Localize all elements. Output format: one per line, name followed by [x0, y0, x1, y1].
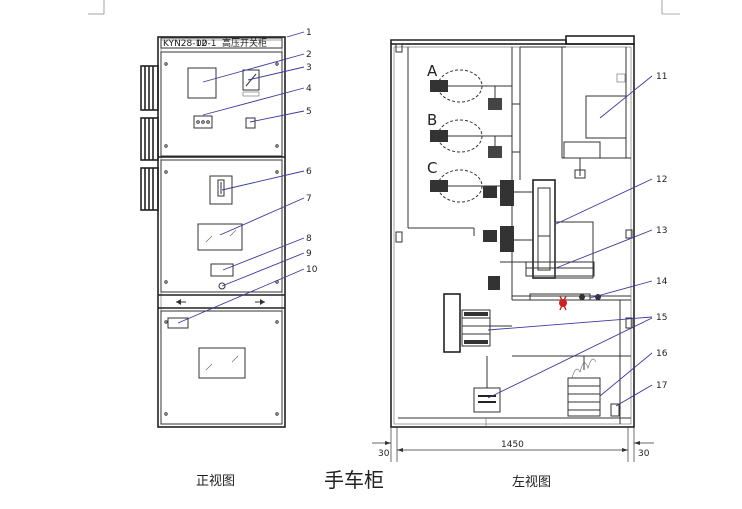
front-upper-door	[160, 51, 283, 157]
front-keyhole	[218, 282, 226, 290]
callout-17: 17	[656, 381, 667, 391]
callout-12: 12	[656, 175, 667, 185]
dimension-width: 1450	[501, 440, 524, 450]
cable-terminal-box	[473, 387, 501, 413]
callout-14: 14	[656, 277, 668, 287]
front-view: KYN28-12 00-1 高压开关柜	[140, 28, 318, 489]
front-view-caption: 正视图	[196, 474, 235, 489]
front-switch	[245, 117, 256, 129]
front-lower-window	[198, 347, 246, 379]
current-transformer	[443, 293, 512, 353]
front-nameplate: KYN28-12 00-1 高压开关柜	[160, 37, 283, 49]
front-mechanism-slot	[210, 263, 234, 277]
phase-b-label: B	[427, 111, 437, 129]
front-lower-door	[160, 310, 283, 425]
dimension-left: 30	[378, 449, 390, 459]
callout-11: 11	[656, 72, 667, 82]
front-meter	[242, 69, 260, 91]
callout-7: 7	[306, 194, 312, 204]
callout-4: 4	[306, 84, 312, 94]
callout-16: 16	[656, 349, 668, 359]
breaker-mechanism	[554, 221, 594, 279]
front-label-plate	[167, 317, 189, 329]
width-dimension: 30 1450 30	[372, 427, 654, 462]
front-side-bushings	[140, 65, 159, 211]
callout-15: 15	[656, 313, 667, 323]
front-callout-leaders	[177, 31, 305, 324]
surge-arrester	[567, 356, 601, 417]
front-inspection-window	[187, 67, 217, 99]
front-indicator-panel	[193, 115, 213, 129]
circuit-breaker-truck	[483, 179, 601, 311]
side-view: A B C	[372, 35, 668, 490]
callout-8: 8	[306, 234, 312, 244]
front-callout-numbers: 1 2 3 4 5 6 7 8 9 10	[306, 28, 318, 275]
earth-switch-handle	[610, 403, 620, 417]
svg-text:KYN28-12: KYN28-12	[163, 39, 207, 49]
svg-text:高压开关柜: 高压开关柜	[222, 37, 267, 49]
callout-3: 3	[306, 63, 312, 73]
breaker-body	[532, 179, 556, 279]
callout-9: 9	[306, 249, 312, 259]
svg-text:00-1: 00-1	[196, 39, 216, 49]
phase-a-label: A	[427, 62, 438, 80]
front-middle-door	[160, 159, 283, 293]
front-operating-handle	[209, 175, 233, 205]
side-callout-leaders	[487, 75, 653, 407]
callout-5: 5	[306, 107, 312, 117]
side-view-caption: 左视图	[512, 475, 551, 490]
dimension-right: 30	[638, 449, 650, 459]
scan-corner-marks	[88, 0, 680, 15]
relay-instrument-box	[585, 95, 627, 139]
callout-2: 2	[306, 50, 312, 60]
phase-c-label: C	[427, 159, 437, 177]
callout-13: 13	[656, 226, 667, 236]
callout-6: 6	[306, 167, 312, 177]
side-callout-numbers: 11 12 13 14 15 16 17	[656, 72, 668, 391]
front-cabinet-outline	[157, 36, 286, 428]
drawing-title: 手车柜	[324, 468, 384, 492]
callout-10: 10	[306, 265, 318, 275]
callout-1: 1	[306, 28, 312, 38]
side-cabinet-outline	[390, 43, 635, 428]
front-viewing-window	[197, 223, 243, 251]
